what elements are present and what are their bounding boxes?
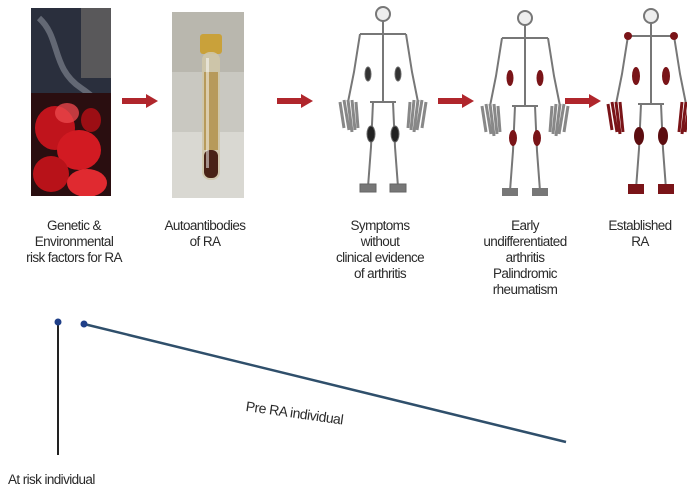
pre-ra-dot [81, 321, 88, 328]
at-risk-label: At risk individual [8, 472, 95, 487]
at-risk-dot [55, 319, 62, 326]
